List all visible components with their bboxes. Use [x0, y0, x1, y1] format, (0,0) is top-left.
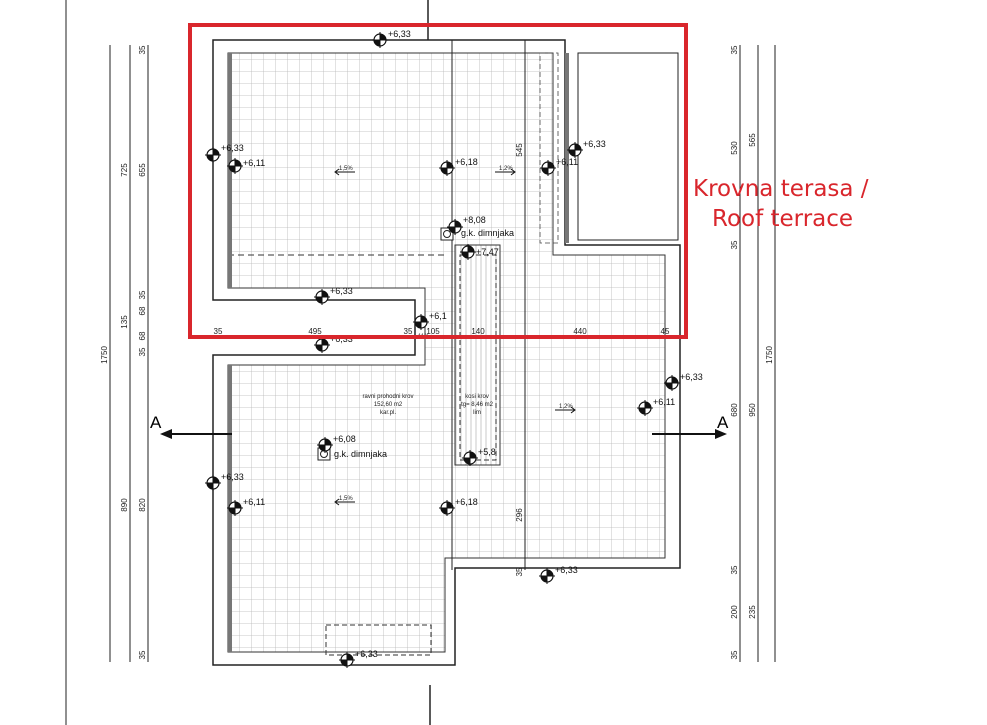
dimension-label: 680 [730, 403, 739, 417]
roof-terrace-highlight [188, 23, 688, 339]
dimension-label: 890 [120, 498, 129, 512]
dimension-label: 530 [730, 141, 739, 155]
slope-indicator: 1,5% [334, 166, 355, 176]
slope-value: 1,5% [339, 166, 353, 172]
elevation-marker: +6,11 [227, 497, 265, 516]
dimension-lines-right [739, 45, 776, 662]
dimension-label: 68 [138, 306, 147, 315]
elevation-value: +6,33 [221, 472, 244, 482]
elevation-value: +5,8 [478, 447, 496, 457]
annotation-line1: Krovna terasa / [693, 176, 869, 202]
elevation-marker: +6,08 [317, 434, 356, 453]
slope-value: 1,2% [559, 404, 573, 410]
dimension-label: 440 [573, 327, 587, 336]
dimension-label: 655 [138, 163, 147, 177]
elevation-marker: +8,08 [447, 215, 486, 235]
elevation-value: +6,11 [243, 158, 265, 168]
elevation-value: +6,33 [583, 139, 606, 149]
dimension-label: 35 [730, 240, 739, 249]
dimension-label: 1750 [765, 346, 774, 364]
dimension-label: 35 [138, 650, 147, 659]
elevation-marker: +6,33 [372, 29, 411, 48]
dimension-label: 35 [404, 327, 413, 336]
chimney-label: g.k. dimnjaka [334, 449, 387, 459]
section-marker-right: A [652, 413, 729, 439]
elevation-value: +6,1 [429, 311, 447, 321]
flat-roof-name: ravni prohodni krov [362, 394, 413, 400]
slope-indicator: 1,5% [334, 496, 355, 506]
elevation-value: +6,11 [243, 497, 265, 507]
dimension-label: 545 [515, 143, 524, 157]
elevation-value: +6,33 [355, 649, 378, 659]
elevation-value: +6,33 [388, 29, 411, 39]
elevation-value: +6,11 [653, 397, 675, 407]
dimension-label: 135 [120, 315, 129, 329]
dimension-label: 1750 [100, 346, 109, 364]
elevation-marker: +5,8 [462, 447, 496, 466]
section-marker-left: A [150, 413, 232, 439]
elevation-marker: +6,1 [413, 311, 447, 330]
dimension-label: 35 [138, 347, 147, 356]
elevation-marker: +6,33 [205, 143, 244, 163]
dimension-label: 105 [426, 327, 440, 336]
dimension-label: 35 [138, 45, 147, 54]
dimension-label: 68 [138, 331, 147, 340]
elevation-marker: +6,11 [227, 158, 265, 174]
dimension-label: 495 [308, 327, 322, 336]
slope-indicator: 1,2% [495, 166, 516, 176]
dimension-label: 35 [138, 290, 147, 299]
dimension-label: 725 [120, 163, 129, 177]
elevation-marker: +6,18 [439, 157, 478, 176]
elevation-marker: +7,47 [460, 244, 499, 260]
sloped-roof-area: tg= 8,46 m2 [461, 402, 494, 408]
dimension-label: 35 [214, 327, 223, 336]
dimension-label: 140 [471, 327, 485, 336]
elevation-marker: +6,33 [567, 139, 606, 158]
slope-value: 1,2% [499, 166, 513, 172]
dimension-label: 200 [730, 605, 739, 619]
elevation-marker: +6,33 [339, 649, 378, 668]
elevation-marker: +6,33 [539, 565, 578, 584]
elevation-value: +6,08 [333, 434, 356, 444]
elevation-marker: +6,18 [439, 497, 478, 516]
elevation-value: +6,33 [221, 143, 244, 153]
elevation-marker: +6,33 [314, 286, 353, 305]
elevation-marker: +6,33 [205, 472, 244, 491]
dimension-label: 35 [515, 567, 524, 576]
dimension-lines-left [109, 45, 149, 662]
dimension-label: 820 [138, 498, 147, 512]
elevation-value: +6,33 [555, 565, 578, 575]
elevation-marker: +6,33 [664, 372, 703, 391]
svg-text:A: A [717, 413, 729, 432]
elevation-value: +8,08 [463, 215, 486, 225]
elevation-value: +6,33 [680, 372, 703, 382]
dimension-label: 35 [730, 650, 739, 659]
dimension-label: 296 [515, 508, 524, 522]
dimension-label: 35 [730, 45, 739, 54]
flat-roof-material: kar.pl. [380, 410, 396, 416]
dimension-label: 45 [661, 327, 670, 336]
elevation-value: +7,47 [476, 247, 499, 257]
dimension-label: 35 [730, 565, 739, 574]
slope-value: 1,5% [339, 496, 353, 502]
elevation-value: +6,18 [455, 497, 478, 507]
elevation-marker: +6,11 [540, 157, 578, 176]
drawing-annotations: +6,33 +6,33 +6,11 +6,18 +6,11 +6,33 +8,08 +7,47… [100, 29, 774, 668]
elevation-value: +6,11 [556, 157, 578, 167]
sloped-roof-material: lim [473, 410, 481, 416]
elevation-value: +6,33 [330, 286, 353, 296]
svg-text:A: A [150, 413, 162, 432]
annotation-line2: Roof terrace [712, 206, 854, 232]
slope-indicator: 1,2% [555, 404, 576, 414]
sloped-roof-strip [454, 244, 501, 466]
elevation-marker: +6,11 [637, 397, 675, 416]
dimension-label: 950 [748, 403, 757, 417]
elevation-value: +6,18 [455, 157, 478, 167]
dimension-label: 565 [748, 133, 757, 147]
sloped-roof-name: kosi krov [465, 394, 489, 400]
dimension-label: 235 [748, 605, 757, 619]
flat-roof-area: 152,60 m2 [374, 402, 403, 408]
chimney-label: g.k. dimnjaka [461, 228, 514, 238]
